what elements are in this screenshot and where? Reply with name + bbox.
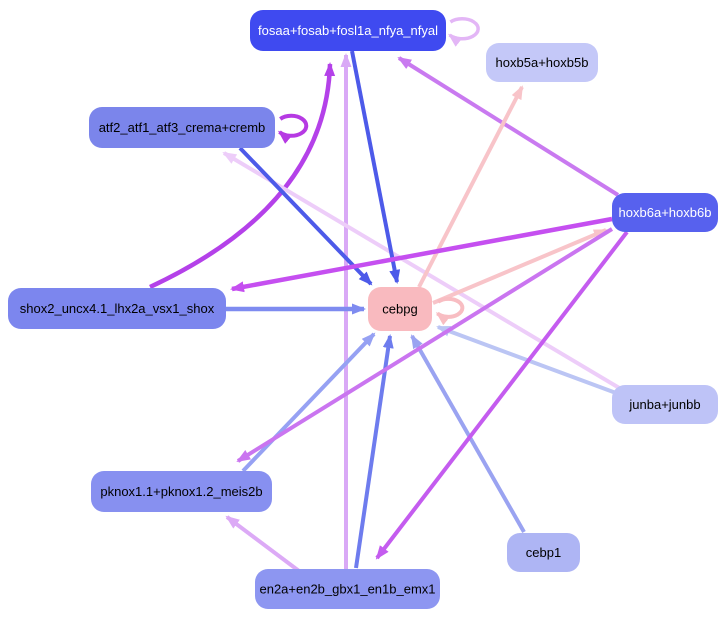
node-hoxb5a[interactable]: hoxb5a+hoxb5b bbox=[486, 43, 598, 82]
node-shox2-shape[interactable] bbox=[8, 288, 226, 329]
node-cebpg[interactable]: cebpg bbox=[368, 287, 432, 331]
node-en2a-shape[interactable] bbox=[255, 569, 440, 609]
edge-hoxb6a-to-fosaa bbox=[397, 56, 620, 197]
node-atf2-shape[interactable] bbox=[89, 107, 275, 148]
self-loop-atf2 bbox=[277, 113, 309, 144]
node-junba-shape[interactable] bbox=[612, 385, 718, 424]
edge-shox2-to-fosaa bbox=[149, 62, 336, 290]
edge-atf2-to-cebpg bbox=[238, 146, 373, 286]
node-pknox[interactable]: pknox1.1+pknox1.2_meis2b bbox=[91, 471, 272, 512]
edge-layer bbox=[149, 17, 629, 573]
node-hoxb5a-shape[interactable] bbox=[486, 43, 598, 82]
edge-en2a-to-pknox bbox=[225, 515, 301, 573]
edge-junba-to-atf2 bbox=[222, 151, 623, 391]
self-loop-cebpg bbox=[435, 296, 465, 326]
node-cebp1[interactable]: cebp1 bbox=[507, 533, 580, 572]
node-hoxb6a-shape[interactable] bbox=[612, 193, 718, 232]
node-cebpg-shape[interactable] bbox=[368, 287, 432, 331]
node-fosaa[interactable]: fosaa+fosab+fosl1a_nfya_nfyal bbox=[250, 10, 446, 51]
node-junba[interactable]: junba+junbb bbox=[612, 385, 718, 424]
edge-hoxb6a-to-en2a bbox=[375, 230, 629, 560]
node-en2a[interactable]: en2a+en2b_gbx1_en1b_emx1 bbox=[255, 569, 440, 609]
edge-en2a-to-cebpg bbox=[354, 334, 394, 569]
node-shox2[interactable]: shox2_uncx4.1_lhx2a_vsx1_shox bbox=[8, 288, 226, 329]
node-fosaa-shape[interactable] bbox=[250, 10, 446, 51]
node-pknox-shape[interactable] bbox=[91, 471, 272, 512]
node-cebp1-shape[interactable] bbox=[507, 533, 580, 572]
edge-hoxb6a-to-shox2 bbox=[230, 216, 613, 293]
edge-fosaa-to-cebpg bbox=[350, 50, 401, 284]
self-loop-fosaa bbox=[448, 17, 480, 47]
node-atf2[interactable]: atf2_atf1_atf3_crema+cremb bbox=[89, 107, 275, 148]
edge-cebpg-to-hoxb5a bbox=[417, 85, 524, 288]
edge-hoxb6a-to-pknox bbox=[236, 227, 614, 463]
edge-cebp1-to-cebpg bbox=[410, 334, 526, 533]
edge-pknox-to-cebpg bbox=[241, 332, 376, 473]
node-hoxb6a[interactable]: hoxb6a+hoxb6b bbox=[612, 193, 718, 232]
edge-cebpg-to-hoxb6a bbox=[432, 228, 608, 305]
